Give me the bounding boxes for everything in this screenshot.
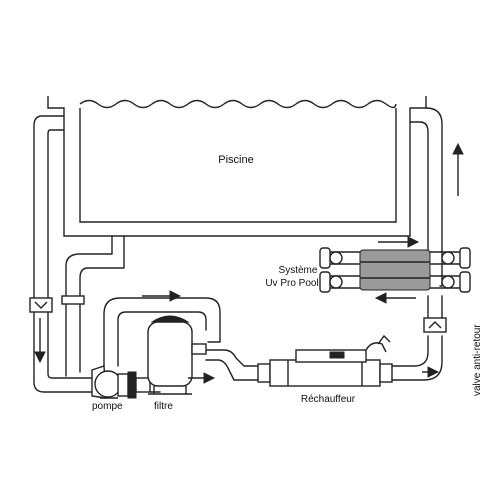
pump-label: pompe: [92, 401, 123, 412]
uv-lamp-body: [359, 249, 431, 291]
drain-pipe: [61, 235, 125, 377]
pool: Piscine: [47, 96, 427, 237]
filter: filtre: [147, 315, 207, 412]
pool-outer-wall: [47, 96, 427, 237]
pool-inner-wall: [79, 108, 397, 223]
check-valve-icon: [29, 297, 53, 313]
check-valve-label: valve anti-retour: [472, 324, 483, 396]
pipe-coupling: [61, 295, 85, 305]
left-return-pipe: [33, 115, 93, 393]
flow-arrow-icon: [452, 142, 464, 196]
heater-inlet-pipe: [205, 349, 259, 381]
pump: pompe: [91, 365, 151, 412]
check-valve-icon: [423, 317, 447, 333]
right-return-pipe: [409, 107, 443, 319]
flow-arrow-icon: [142, 290, 182, 302]
uv-system-label-line2: Uv Pro Pool: [265, 278, 318, 289]
heater: Réchauffeur: [257, 334, 393, 405]
heater-outlet-pipe: [391, 335, 443, 381]
uv-system: Système Uv Pro Pool: [265, 247, 471, 293]
water-wave-icon: [79, 99, 397, 109]
flow-arrow-icon: [34, 318, 46, 364]
uv-system-label-line1: Système: [279, 265, 318, 276]
heater-label: Réchauffeur: [301, 394, 356, 405]
pool-label: Piscine: [218, 154, 253, 166]
flow-arrow-icon: [374, 292, 416, 304]
flow-arrow-icon: [188, 372, 216, 384]
filter-label: filtre: [154, 401, 173, 412]
flow-arrow-icon: [378, 236, 420, 248]
flow-arrow-icon: [422, 366, 440, 378]
